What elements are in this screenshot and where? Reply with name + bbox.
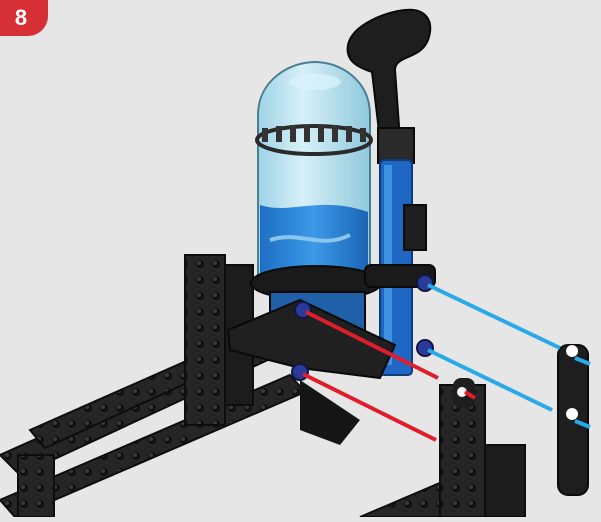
- water-bottle: [257, 62, 371, 280]
- step-number-badge: 8: [0, 0, 48, 36]
- step-number: 8: [15, 5, 27, 31]
